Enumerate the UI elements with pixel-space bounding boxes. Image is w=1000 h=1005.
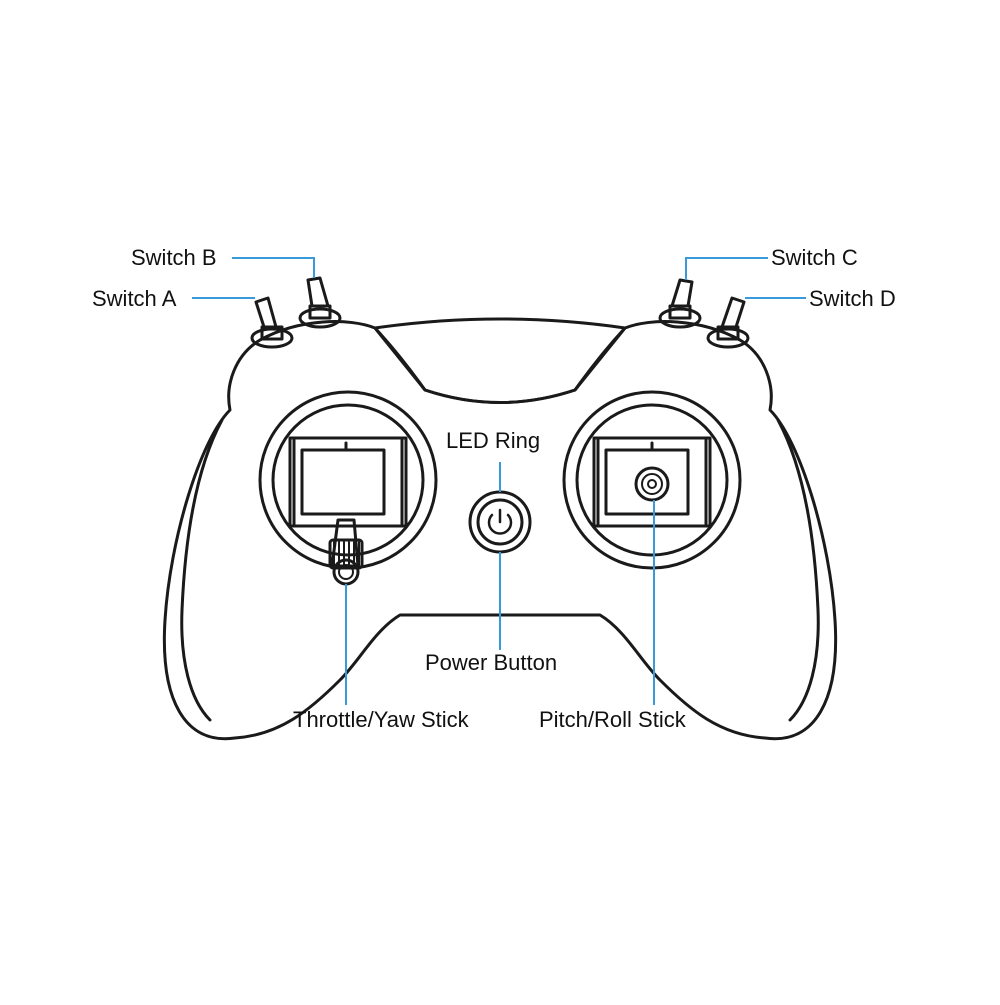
switch-a-label: Switch A (92, 286, 177, 311)
power-button (476, 498, 524, 546)
switch-d-label: Switch D (809, 286, 896, 311)
switch-c-leader (685, 257, 768, 280)
switch-b-leader (232, 257, 315, 278)
throttle-stick-grip (328, 538, 364, 570)
right-gimbal-inner (575, 403, 729, 557)
right-gimbal-ring (562, 390, 742, 570)
power-button-label: Power Button (425, 650, 558, 675)
switch-c-label: Switch C (771, 245, 858, 270)
pitch-roll-stick-label: Pitch/Roll Stick (539, 707, 686, 732)
throttle-stick-knurl (333, 541, 360, 567)
switch-c-toggle (658, 278, 702, 329)
left-gimbal-frame (288, 436, 408, 528)
throttle-yaw-stick-label: Throttle/Yaw Stick (293, 707, 469, 732)
left-grip-contour (180, 418, 224, 722)
left-gimbal-ring (258, 390, 438, 570)
right-grip-contour (776, 418, 820, 722)
switch-b-toggle (298, 276, 342, 329)
pitch-roll-stick-cap (634, 466, 670, 502)
left-gimbal-plate (300, 448, 386, 516)
right-gimbal-plate (604, 448, 690, 516)
led-ring-label: LED Ring (446, 428, 541, 453)
switch-b-label: Switch B (131, 245, 217, 270)
top-bridge (373, 317, 627, 404)
throttle-stick-cap (332, 558, 360, 586)
controller-body (162, 320, 838, 741)
switch-a-toggle (250, 296, 294, 349)
switch-d-toggle (706, 296, 750, 349)
power-icon (487, 508, 513, 535)
right-gimbal-frame (592, 436, 712, 528)
